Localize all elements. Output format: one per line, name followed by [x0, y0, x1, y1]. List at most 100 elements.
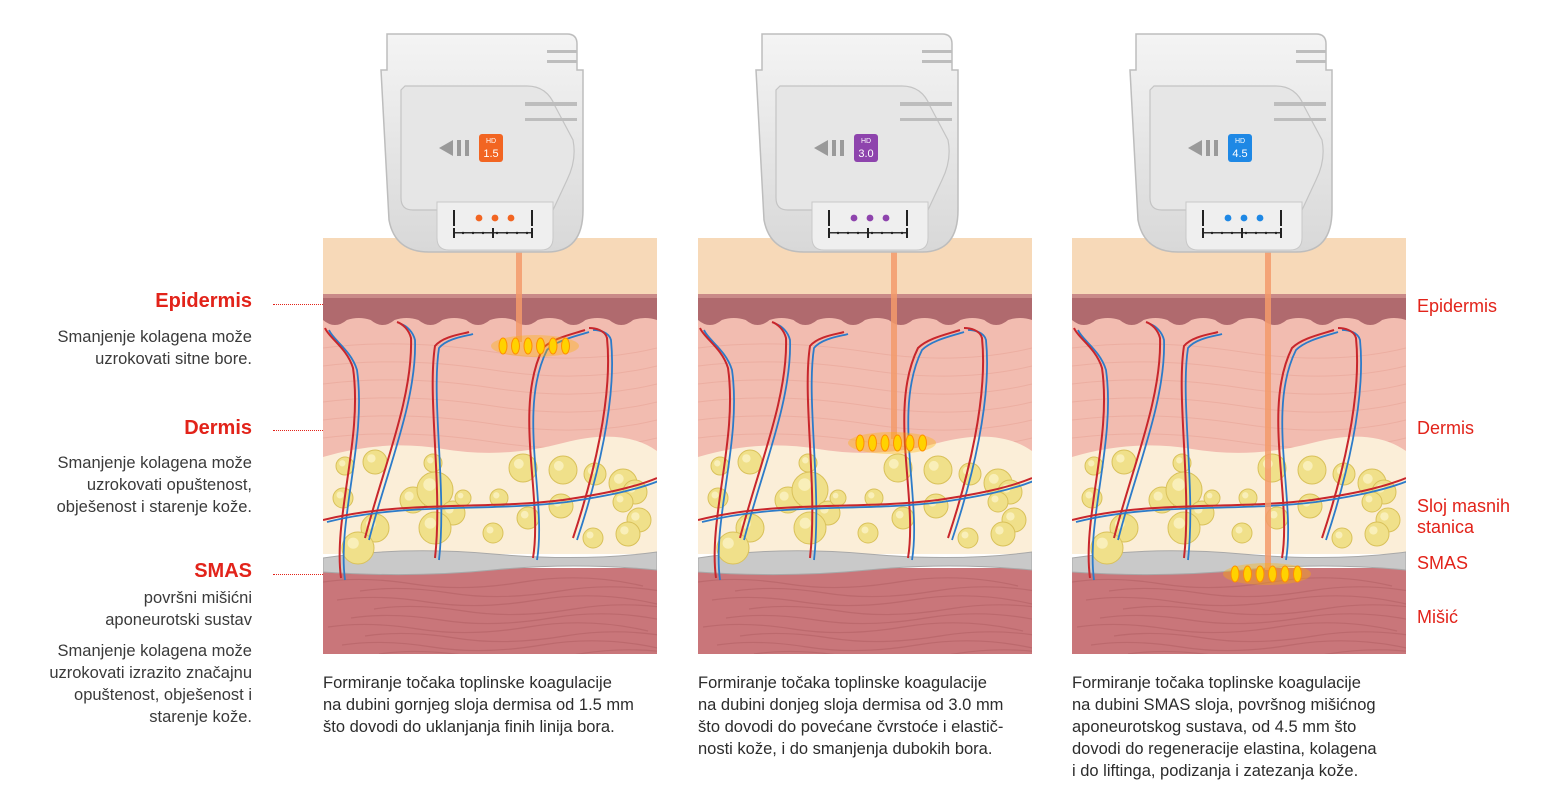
fat-cell — [1297, 493, 1323, 519]
fat-cell — [615, 521, 641, 547]
fat-cell — [582, 527, 604, 549]
badge-depth-text: 4.5 — [1232, 148, 1247, 160]
badge-hd-text: HD — [1235, 138, 1245, 145]
applicator-head: HD 4.5 — [1129, 33, 1333, 253]
epidermis-layer — [323, 296, 657, 325]
right-muscle-label: Mišić — [1417, 607, 1458, 627]
coagulation-point — [918, 434, 927, 452]
skin-cross-section — [323, 238, 657, 654]
vein — [907, 331, 965, 561]
fat-cell — [612, 491, 634, 513]
fat-cell — [1331, 527, 1353, 549]
coagulation-point — [880, 434, 890, 452]
coagulation-point — [855, 434, 865, 452]
fat-cell — [1231, 522, 1253, 544]
vein — [743, 323, 791, 541]
applicator-head: HD 3.0 — [755, 33, 959, 253]
coagulation-point — [498, 337, 508, 355]
transducer-dot — [491, 214, 499, 222]
right-dermis-label: Dermis — [1417, 418, 1474, 438]
vein — [532, 331, 590, 561]
transducer-dot — [1240, 214, 1248, 222]
transducer-dot — [1224, 214, 1232, 222]
skin-cross-section — [1072, 238, 1406, 654]
coagulation-point — [523, 337, 533, 355]
vein — [1077, 329, 1109, 581]
artery — [699, 327, 732, 579]
coagulation-point — [511, 337, 520, 355]
fat-cell — [710, 456, 730, 476]
smas-leader — [273, 574, 365, 575]
fat-cell — [1084, 456, 1104, 476]
smas-layer — [1072, 550, 1406, 576]
coagulation-point — [548, 337, 558, 355]
transducer-dot — [1256, 214, 1264, 222]
transducer-dot — [475, 214, 483, 222]
vein — [1281, 331, 1339, 561]
fat-cell — [548, 455, 578, 485]
depth-badge: HD 4.5 — [1228, 134, 1252, 162]
coagulation-point — [1255, 565, 1265, 583]
vein — [1075, 480, 1406, 523]
coagulation-point — [1243, 565, 1252, 583]
panel-caption: Formiranje točaka toplinske koagulacije … — [698, 674, 1004, 758]
fat-cell — [335, 456, 355, 476]
coagulation-point — [561, 337, 570, 355]
muscle-layer — [1072, 568, 1406, 654]
fat-cell — [548, 493, 574, 519]
coagulation-point — [1280, 565, 1290, 583]
artery — [324, 327, 357, 579]
vein — [701, 480, 1032, 523]
smas-subtitle: površni mišićni aponeurotski sustav — [105, 589, 252, 629]
artery — [1072, 477, 1406, 521]
fat-cell — [923, 455, 953, 485]
artery — [1113, 321, 1162, 539]
vein — [1117, 323, 1165, 541]
fat-cell — [1167, 511, 1201, 545]
panel-caption: Formiranje točaka toplinske koagulacije … — [1072, 674, 1377, 780]
skin-cross-section — [698, 238, 1032, 654]
applicator-head: HD1.5 — [380, 33, 584, 253]
artery — [903, 329, 961, 559]
fat-cell — [923, 493, 949, 519]
artery — [1321, 327, 1359, 539]
vein — [703, 329, 735, 581]
ultrasound-beam — [891, 238, 897, 439]
fat-cell — [737, 449, 763, 475]
epidermis-label: Epidermis — [155, 290, 252, 312]
transducer-dot — [866, 214, 874, 222]
badge-hd-text: HD — [486, 138, 496, 145]
artery — [739, 321, 788, 539]
fat-cell — [454, 489, 472, 507]
badge-hd-text: HD — [861, 138, 871, 145]
fat-cell — [990, 521, 1016, 547]
coagulation-point — [1293, 565, 1302, 583]
fat-cell — [829, 489, 847, 507]
muscle-layer — [698, 568, 1032, 654]
artery — [947, 327, 985, 539]
artery — [1073, 327, 1106, 579]
badge-depth-text: 3.0 — [858, 148, 873, 160]
transducer-dot — [882, 214, 890, 222]
fat-cell — [857, 522, 879, 544]
smas-label: SMAS — [194, 560, 252, 582]
fat-cell — [362, 449, 388, 475]
epidermis-leader — [273, 304, 365, 305]
artery — [572, 327, 610, 539]
epidermis-layer — [698, 296, 1032, 325]
fat-cell — [482, 522, 504, 544]
muscle-layer — [323, 568, 657, 654]
vein — [328, 329, 360, 581]
smas-description: Smanjenje kolagena može uzrokovati izraz… — [49, 642, 252, 726]
artery — [1277, 329, 1335, 559]
epidermis-description: Smanjenje kolagena može uzrokovati sitne… — [57, 328, 252, 368]
fat-cell — [1297, 455, 1327, 485]
depth-badge: HD 3.0 — [854, 134, 878, 162]
fat-cell — [418, 511, 452, 545]
coagulation-point — [868, 434, 877, 452]
vein — [326, 480, 657, 523]
dermis-leader — [273, 430, 365, 431]
right-fat-label: Sloj masnih stanica — [1417, 496, 1511, 537]
